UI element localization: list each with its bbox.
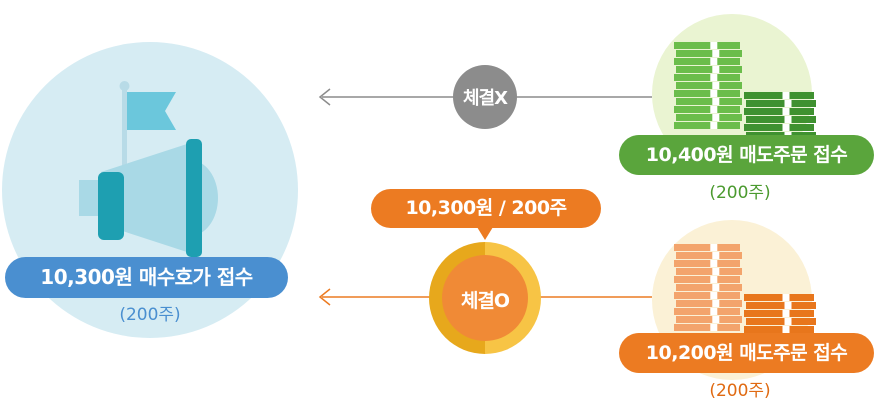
no-fill-arrow-head [318,88,331,106]
sell-order-low-quantity: (200주) [709,381,771,401]
tooltip-pointer [477,227,493,240]
sell-order-high-quantity: (200주) [709,183,771,203]
filled-arrow-head [318,288,331,306]
filled-badge [442,255,528,341]
fill-price-tooltip: 10,300원 / 200주 [371,189,601,228]
no-fill-label: 체결X [463,88,508,109]
filled-label: 체결O [460,290,510,312]
buy-order-quantity: (200주) [119,305,181,325]
megaphone-icon [79,81,218,257]
buy-order-label: 10,300원 매수호가 접수 [5,257,288,298]
sell-order-low-label: 10,200원 매도주문 접수 [619,333,874,373]
sell-order-high-label: 10,400원 매도주문 접수 [619,135,874,175]
no-fill-badge [453,65,517,129]
